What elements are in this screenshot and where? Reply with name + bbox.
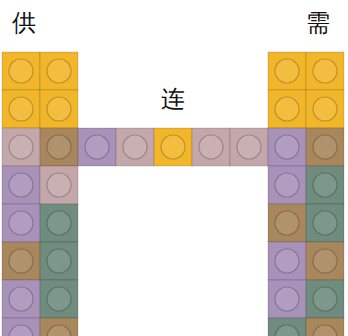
label-text: 连 (161, 86, 185, 112)
label-text: 需 (306, 10, 330, 36)
label-text: 供 (12, 10, 36, 36)
